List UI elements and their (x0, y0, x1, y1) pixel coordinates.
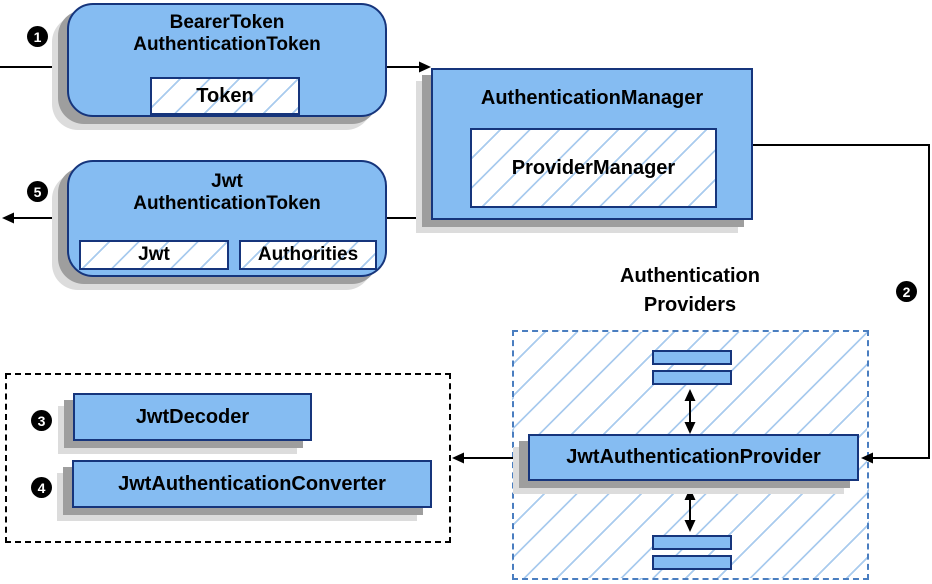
arrowhead-down-icon (684, 520, 696, 532)
arrowhead-right-icon (419, 61, 431, 73)
arrowhead-left-icon (452, 452, 464, 464)
jwt-field: Jwt (79, 240, 229, 270)
token-field: Token (150, 77, 300, 115)
authentication-manager-node: AuthenticationManager ProviderManager (431, 68, 753, 220)
bearer-token-node-title: BearerToken AuthenticationToken (133, 12, 321, 55)
authentication-providers-label: Authentication Providers (620, 265, 760, 316)
jwt-decoder-node: JwtDecoder (73, 393, 312, 441)
other-provider-bar (652, 535, 732, 550)
step-1-badge: 1 (27, 26, 48, 47)
provider-manager-field: ProviderManager (470, 128, 717, 208)
jwt-token-node-title: Jwt AuthenticationToken (133, 171, 321, 214)
step-2-badge: 2 (896, 281, 917, 302)
arrowhead-up-icon (684, 389, 696, 401)
other-provider-bar (652, 350, 732, 365)
arrowhead-left-icon (861, 452, 873, 464)
arrowhead-left-icon (2, 212, 14, 224)
arrowhead-down-icon (684, 422, 696, 434)
jwt-converters-container (5, 373, 451, 543)
jwt-authentication-provider-node: JwtAuthenticationProvider (528, 434, 859, 481)
jwt-authentication-token-node: Jwt AuthenticationToken Jwt Authorities (67, 160, 387, 277)
step-3-badge: 3 (31, 410, 52, 431)
authorities-field: Authorities (239, 240, 377, 270)
step-5-badge: 5 (27, 181, 48, 202)
bearer-token-authentication-token-node: BearerToken AuthenticationToken Token (67, 3, 387, 117)
other-provider-bar (652, 370, 732, 385)
jwt-authentication-converter-node: JwtAuthenticationConverter (72, 460, 432, 508)
authentication-manager-title: AuthenticationManager (480, 87, 704, 109)
step-4-badge: 4 (31, 477, 52, 498)
arrowhead-up-icon (684, 488, 696, 500)
other-provider-bar (652, 555, 732, 570)
connector-manager-to-provider (753, 144, 930, 459)
